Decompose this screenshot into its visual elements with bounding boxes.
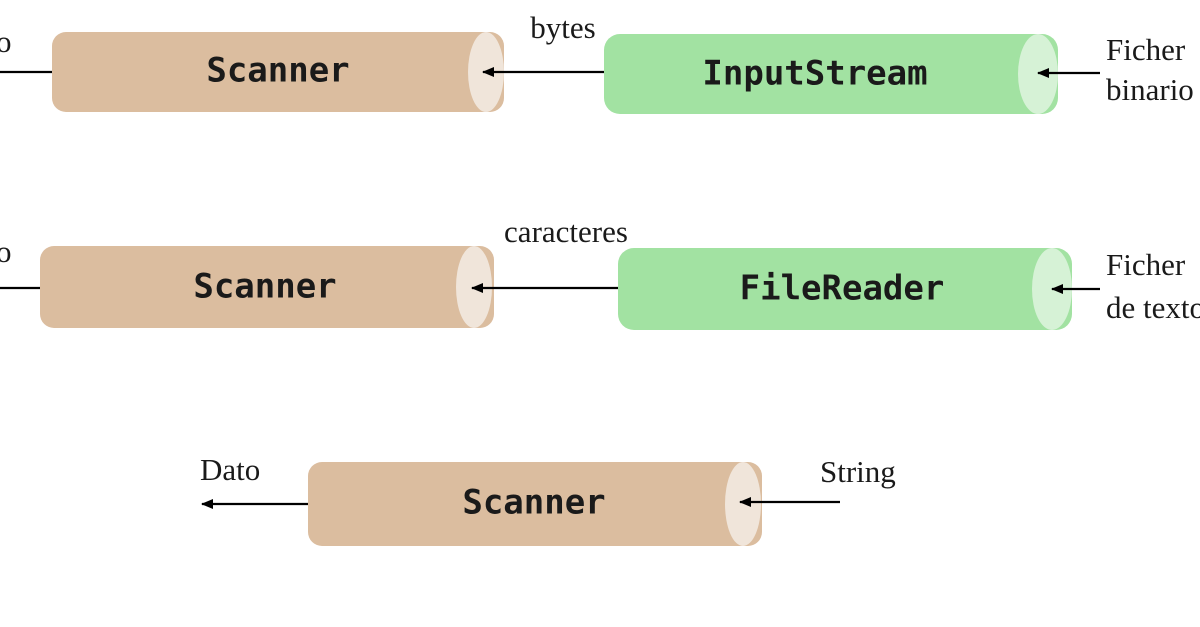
string-label: String — [820, 454, 896, 489]
binary-file-label-line1: Ficher — [1106, 32, 1186, 67]
bytes-label: bytes — [530, 10, 595, 45]
text-file-label-line1: Ficher — [1106, 247, 1186, 282]
scanner-body-3 — [308, 462, 762, 546]
scanner-body-2 — [40, 246, 494, 328]
characters-label: caracteres — [504, 214, 628, 249]
dato-label: Dato — [200, 452, 260, 487]
scanner-cylinder-3: Scanner — [308, 462, 762, 546]
output-label-1: o — [0, 24, 12, 59]
row-binary-file: o Scanner bytes InputStream Ficher binar… — [0, 10, 1194, 114]
text-file-label-line2: de texto — [1106, 290, 1200, 325]
filereader-cylinder: FileReader — [618, 248, 1072, 330]
scanner-cap-3 — [725, 462, 761, 546]
binary-file-label-line2: binario — [1106, 72, 1194, 107]
row-string: Dato Scanner String — [200, 452, 896, 546]
inputstream-body — [604, 34, 1058, 114]
scanner-body-1 — [52, 32, 504, 112]
inputstream-cylinder: InputStream — [604, 34, 1058, 114]
output-label-2: o — [0, 234, 12, 269]
inputstream-label: InputStream — [702, 54, 927, 94]
scanner-cylinder-1: Scanner — [52, 32, 504, 112]
row-text-file: o Scanner caracteres FileReader Ficher d… — [0, 214, 1200, 330]
filereader-label: FileReader — [740, 269, 945, 309]
filereader-body — [618, 248, 1072, 330]
scanner-cylinder-2: Scanner — [40, 246, 494, 328]
scanner-label-1: Scanner — [206, 51, 349, 91]
scanner-label-2: Scanner — [193, 267, 336, 307]
scanner-label-3: Scanner — [462, 483, 605, 523]
